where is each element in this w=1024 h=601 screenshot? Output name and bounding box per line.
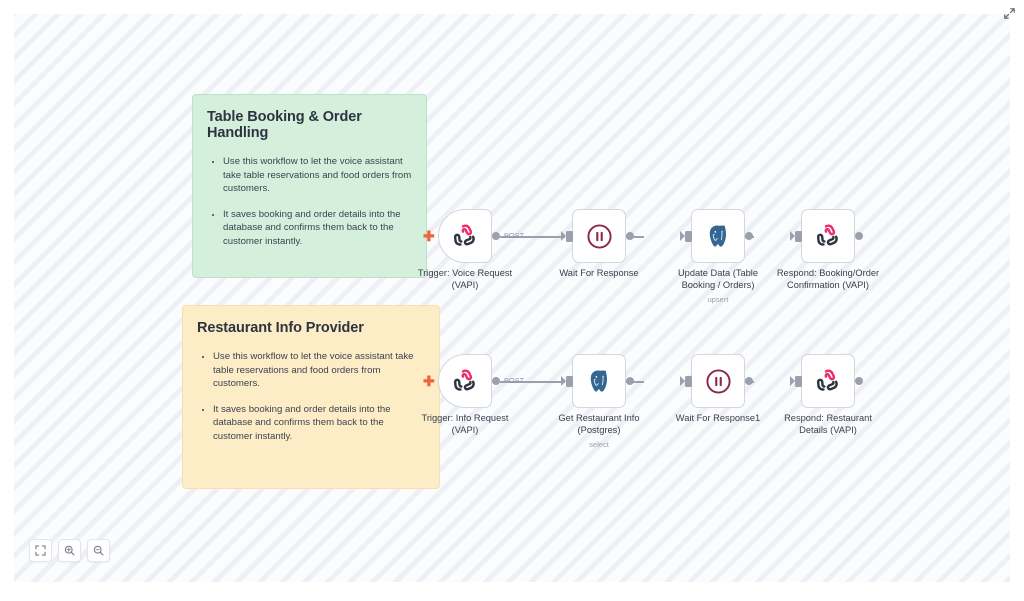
add-node-plus-icon[interactable]: ✚ xyxy=(423,373,435,389)
node-label: Wait For Response1 xyxy=(675,413,761,423)
sticky-note-bullet: Use this workflow to let the voice assis… xyxy=(213,350,425,391)
node-label: Respond: Restaurant Details (VAPI) xyxy=(784,413,872,436)
output-port[interactable] xyxy=(855,377,863,385)
sticky-note-bullet: It saves booking and order details into … xyxy=(213,403,425,444)
sticky-note-bullet: It saves booking and order details into … xyxy=(223,208,412,249)
node-respond-booking-confirmation[interactable]: Respond: Booking/Order Confirmation (VAP… xyxy=(777,209,879,290)
node-label: Trigger: Info Request (VAPI) xyxy=(421,413,509,436)
node-body[interactable] xyxy=(680,209,753,263)
node-get-restaurant-info-postgres[interactable]: Get Restaurant Info (Postgres) select xyxy=(558,354,640,449)
node-wait-for-response[interactable]: Wait For Response xyxy=(559,209,639,278)
node-body[interactable] xyxy=(561,354,634,408)
sticky-note-restaurant-info[interactable]: Restaurant Info Provider Use this workfl… xyxy=(182,305,440,489)
output-port[interactable] xyxy=(855,232,863,240)
input-port[interactable] xyxy=(561,230,573,242)
output-port[interactable] xyxy=(745,232,753,240)
sticky-note-bullets: Use this workflow to let the voice assis… xyxy=(197,350,425,444)
node-label: Trigger: Voice Request (VAPI) xyxy=(417,268,513,291)
node-trigger-voice-request[interactable]: ✚ Trigger: Voice Request (VAPI) xyxy=(418,209,512,290)
node-respond-restaurant-details[interactable]: Respond: Restaurant Details (VAPI) xyxy=(784,354,872,435)
vapi-icon xyxy=(816,369,838,391)
sticky-note-title: Restaurant Info Provider xyxy=(197,320,364,336)
edge-trigger-to-wait xyxy=(500,236,565,238)
node-body[interactable] xyxy=(561,209,634,263)
postgres-icon xyxy=(590,369,607,392)
expand-arrows-icon xyxy=(1003,7,1015,19)
node-subtitle: upsert xyxy=(707,295,729,304)
zoom-in-button[interactable] xyxy=(58,539,81,562)
node-body[interactable]: ✚ xyxy=(423,354,500,408)
output-port[interactable] xyxy=(626,377,634,385)
postgres-icon xyxy=(709,224,726,247)
edge-trigger-to-get-info xyxy=(500,381,565,383)
add-node-plus-icon[interactable]: ✚ xyxy=(423,228,435,244)
zoom-out-icon xyxy=(93,545,104,556)
pause-icon xyxy=(705,368,731,394)
flow-canvas[interactable]: Table Booking & Order Handling Use this … xyxy=(14,14,1010,582)
sticky-note-title: Table Booking & Order Handling xyxy=(207,109,362,141)
node-update-data-postgres[interactable]: Update Data (Table Booking / Orders) ups… xyxy=(678,209,758,304)
input-port[interactable] xyxy=(680,375,692,387)
edge-label-post-2: POST xyxy=(504,376,525,385)
output-port[interactable] xyxy=(745,377,753,385)
input-port[interactable] xyxy=(680,230,692,242)
vapi-icon xyxy=(453,369,475,391)
input-port[interactable] xyxy=(790,375,802,387)
output-port[interactable] xyxy=(492,377,500,385)
fit-to-view-button[interactable] xyxy=(29,539,52,562)
expand-fullscreen-icon[interactable] xyxy=(1000,4,1018,22)
fit-screen-icon xyxy=(35,545,46,556)
output-port[interactable] xyxy=(626,232,634,240)
vapi-icon xyxy=(816,224,838,246)
sticky-note-bullet: Use this workflow to let the voice assis… xyxy=(223,155,412,196)
input-port[interactable] xyxy=(561,375,573,387)
node-body[interactable] xyxy=(790,354,863,408)
node-body[interactable]: ✚ xyxy=(423,209,500,263)
output-port[interactable] xyxy=(492,232,500,240)
node-label: Respond: Booking/Order Confirmation (VAP… xyxy=(776,268,880,291)
node-subtitle: select xyxy=(589,440,609,449)
node-label: Wait For Response xyxy=(559,268,639,278)
pause-icon xyxy=(586,223,612,249)
node-label: Update Data (Table Booking / Orders) xyxy=(677,268,759,291)
sticky-note-bullets: Use this workflow to let the voice assis… xyxy=(207,155,412,249)
edge-label-post-1: POST xyxy=(504,231,525,240)
input-port[interactable] xyxy=(790,230,802,242)
node-wait-for-response-1[interactable]: Wait For Response1 xyxy=(676,354,760,423)
node-label: Get Restaurant Info (Postgres) xyxy=(558,413,640,436)
zoom-in-icon xyxy=(64,545,75,556)
canvas-controls xyxy=(29,539,110,562)
node-body[interactable] xyxy=(790,209,863,263)
sticky-note-table-booking[interactable]: Table Booking & Order Handling Use this … xyxy=(192,94,427,278)
node-trigger-info-request[interactable]: ✚ Trigger: Info Request (VAPI) xyxy=(422,354,509,435)
zoom-out-button[interactable] xyxy=(87,539,110,562)
vapi-icon xyxy=(453,224,475,246)
node-body[interactable] xyxy=(680,354,753,408)
